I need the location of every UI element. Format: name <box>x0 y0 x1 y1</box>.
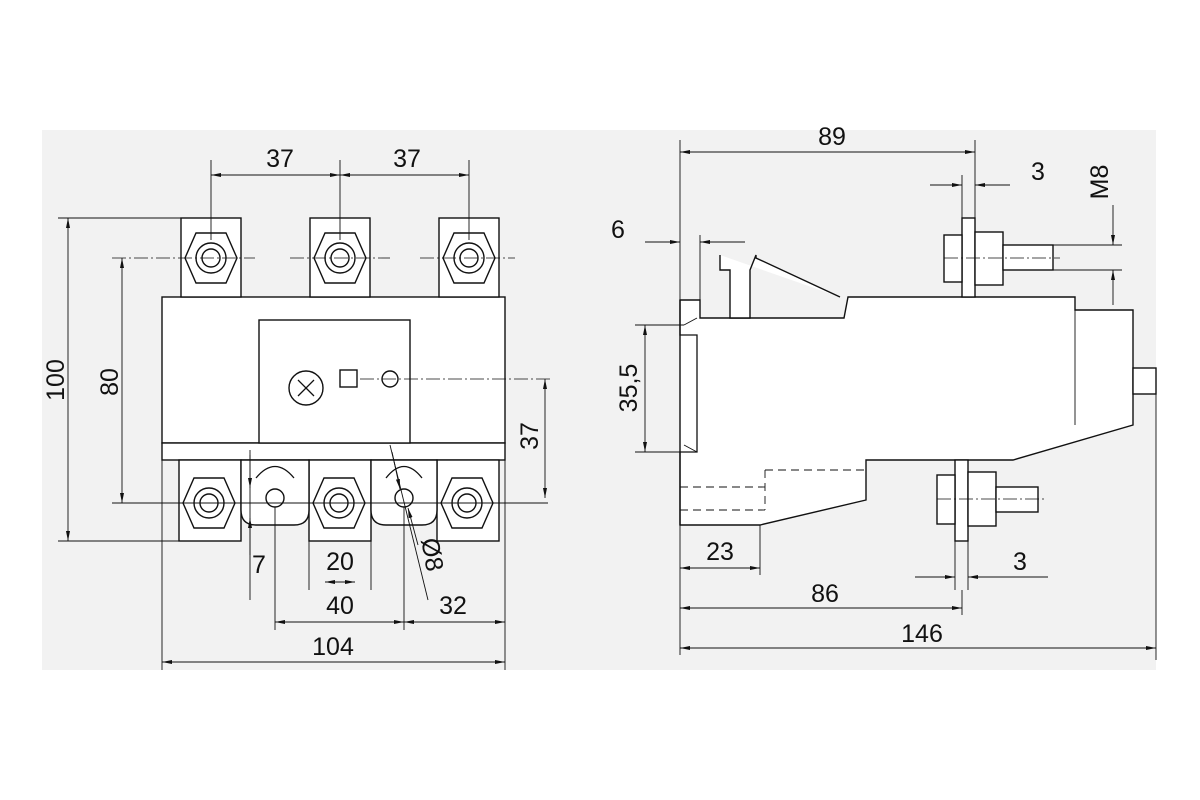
mounting-hole <box>265 488 285 508</box>
bottom-terminal-3 <box>436 459 500 542</box>
dim-7: 7 <box>252 551 266 579</box>
dim-pitch-left: 37 <box>266 145 294 173</box>
dim-overall-width: 104 <box>312 633 354 661</box>
dim-3-top: 3 <box>1031 158 1045 186</box>
bottom-terminal-screw <box>936 459 1045 542</box>
dim-20: 20 <box>326 548 354 576</box>
top-latch <box>719 254 841 319</box>
relay-lower-band <box>161 442 506 461</box>
mounting-hole <box>394 488 414 508</box>
dim-40: 40 <box>326 592 354 620</box>
side-view: 89 3 M8 6 35,5 23 <box>611 123 1157 660</box>
dim-overall-height: 100 <box>42 359 70 401</box>
top-terminal-screw <box>943 217 1060 298</box>
dim-89: 89 <box>818 123 846 151</box>
mounting-lug-right <box>370 459 438 526</box>
front-dimensions: 37 37 100 80 37 7 20 <box>42 145 547 670</box>
bottom-terminal-1 <box>178 459 242 542</box>
dial-cross <box>297 379 315 397</box>
dim-height-80: 80 <box>96 368 124 396</box>
bottom-terminal-2 <box>308 459 372 542</box>
front-view: 37 37 100 80 37 7 20 <box>42 145 550 670</box>
side-dimensions: 89 3 M8 6 35,5 23 <box>611 123 1157 660</box>
dim-3-bottom: 3 <box>1013 548 1027 576</box>
dim-rail: 35,5 <box>615 364 643 413</box>
dim-32: 32 <box>439 592 467 620</box>
dim-pitch-right: 37 <box>393 145 421 173</box>
dim-86: 86 <box>811 580 839 608</box>
dim-hole-diameter: Ø8 <box>415 536 448 574</box>
rear-knob <box>1132 367 1157 395</box>
dim-thread: M8 <box>1086 165 1114 200</box>
dim-overall-depth: 146 <box>901 620 943 648</box>
mounting-lug-left <box>240 459 310 526</box>
dim-23: 23 <box>706 538 734 566</box>
reset-button-square <box>339 369 358 388</box>
dim-6: 6 <box>611 216 625 244</box>
dim-dial-height: 37 <box>516 422 544 450</box>
relay-side-profile <box>679 296 1134 526</box>
